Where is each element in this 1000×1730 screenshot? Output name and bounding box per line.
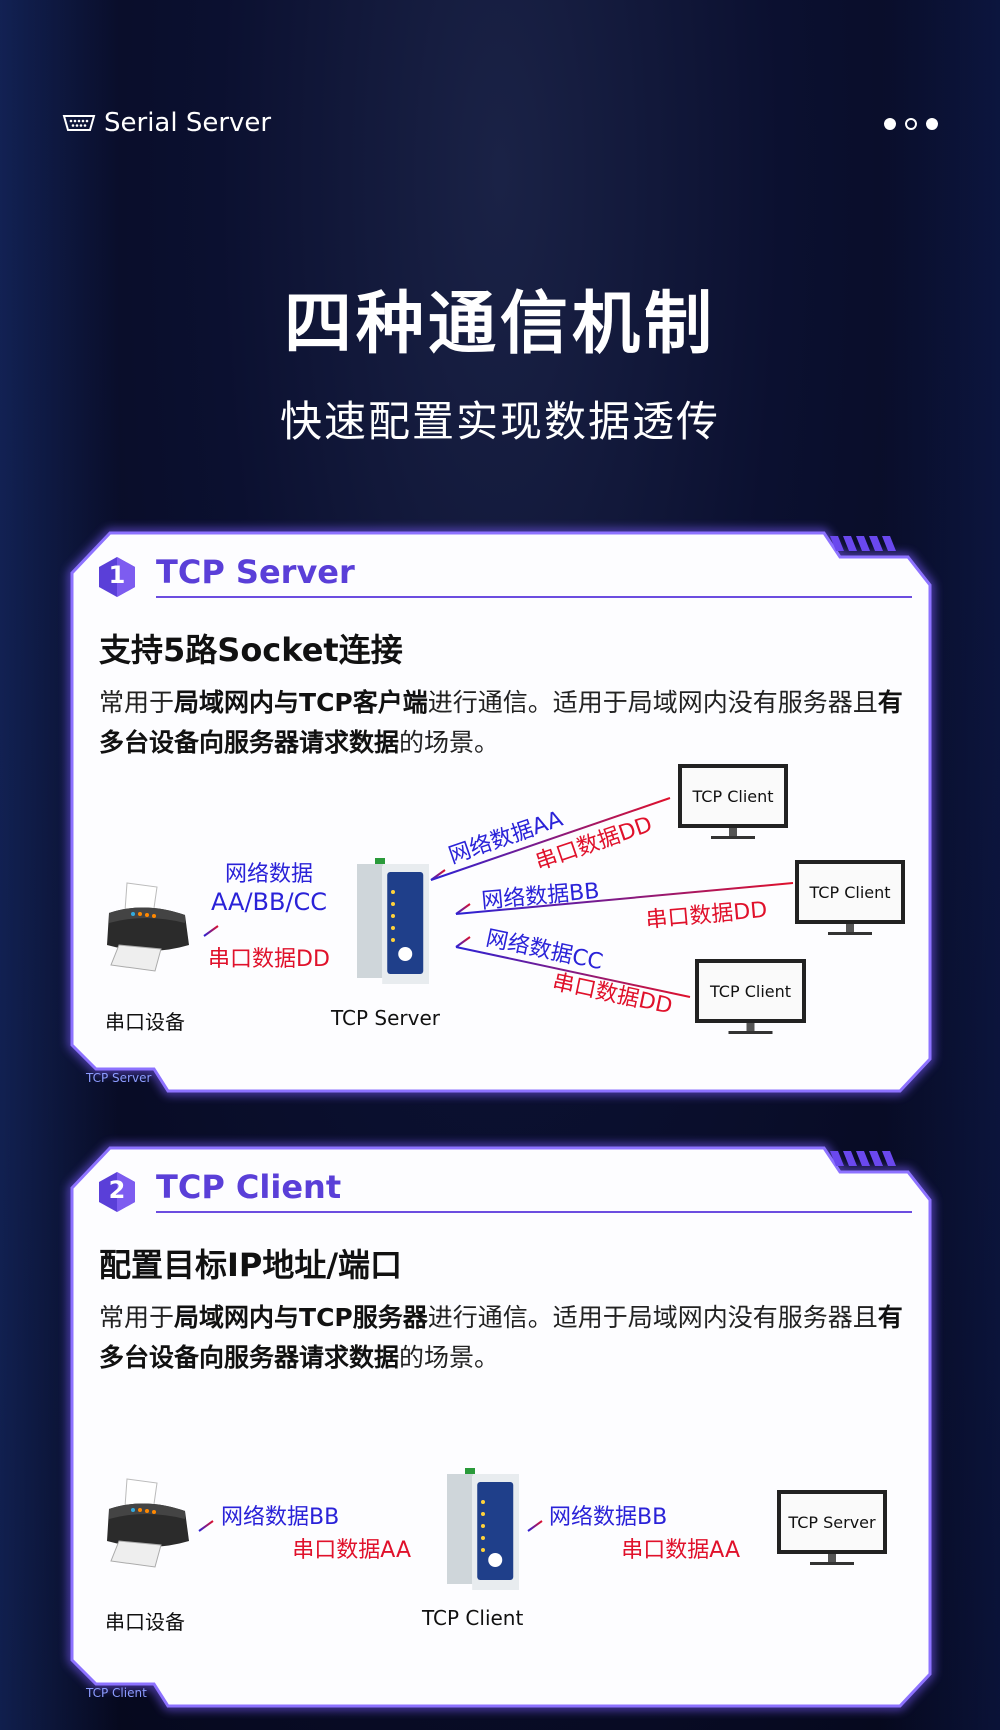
net-data-label: 网络数据BB — [480, 879, 600, 914]
monitor-label: TCP Client — [808, 883, 890, 902]
pager-dot[interactable] — [884, 118, 896, 130]
paragraph-text: 的场景。 — [399, 1343, 500, 1372]
card-heading: 支持5路Socket连接 — [99, 631, 403, 669]
stripe-decoration — [830, 536, 844, 551]
monitor-label: TCP Server — [787, 1513, 876, 1532]
number-badge: 2 — [99, 1172, 135, 1212]
paragraph-bold: 局域网内与TCP服务器 — [174, 1303, 428, 1332]
arrow-left — [203, 925, 342, 937]
card-frame — [69, 1145, 933, 1709]
monitor-icon: TCP Client — [795, 860, 905, 935]
paragraph-text: 进行通信。适用于局域网内没有服务器且 — [427, 1303, 878, 1332]
paragraph-text: 进行通信。适用于局域网内没有服务器且 — [427, 688, 878, 717]
brand-name: Serial Server — [104, 108, 272, 138]
card-title: TCP Server — [156, 553, 355, 591]
underline-dash — [876, 1211, 912, 1213]
page-title: 四种通信机制 — [283, 285, 716, 364]
arrow-client-3 — [455, 936, 691, 998]
paragraph-text: 的场景。 — [399, 728, 500, 757]
net-data-label: 网络数据BB — [549, 1505, 667, 1530]
title-underline — [156, 596, 906, 598]
paragraph-bold: 局域网内与TCP客户端 — [174, 688, 428, 717]
printer-icon — [107, 1478, 189, 1568]
stripe-decoration — [856, 1151, 870, 1166]
stripe-decoration — [830, 1151, 844, 1166]
monitor-label: TCP Client — [691, 787, 773, 806]
page-subtitle: 快速配置实现数据透传 — [279, 397, 720, 446]
serial-data-label: 串口数据AA — [292, 1538, 411, 1563]
tcp-client-diagram: TCP Server 网络数据BB 串口数据AA 网络数据BB 串口数据AA — [107, 1468, 887, 1590]
net-data-label: 网络数据CC — [484, 926, 605, 975]
card-paragraph: 常用于局域网内与TCP客户端进行通信。适用于局域网内没有服务器且有多台设备向服务… — [99, 683, 909, 763]
stripe-decoration — [869, 1151, 883, 1166]
serial-server-device — [447, 1468, 519, 1590]
stripe-decoration — [882, 536, 896, 551]
card-tcp-server: 1 TCP Server 支持5路Socket连接 常用于局域网内与TCP客户端… — [69, 530, 933, 1094]
serial-port-icon — [62, 115, 96, 131]
pager-dots — [884, 118, 938, 130]
serial-data-label: 串口数据DD — [550, 970, 674, 1020]
stripe-decoration — [869, 536, 883, 551]
printer-icon — [107, 882, 189, 972]
title-underline — [156, 1211, 906, 1213]
arrow-left — [198, 1520, 414, 1532]
tcp-server-diagram: TCP Client TCP Client TCP Client 网络数据 AA… — [107, 764, 905, 1034]
serial-data-label: 串口数据DD — [645, 898, 769, 934]
number-badge: 1 — [99, 557, 135, 597]
paragraph-bold: 有多台设备向服务器请求数据 — [99, 688, 903, 757]
pager-dot-active[interactable] — [905, 118, 917, 130]
stripe-decoration — [843, 536, 857, 551]
serial-data-label: 串口数据DD — [208, 947, 330, 972]
stripe-decoration — [843, 1151, 857, 1166]
card-frame — [69, 530, 933, 1094]
brand: Serial Server — [62, 108, 271, 138]
monitor-icon: TCP Client — [678, 764, 788, 839]
client-label: TCP Client — [422, 1606, 524, 1630]
arrow-client-2 — [455, 882, 794, 915]
underline-dash — [876, 596, 912, 598]
net-data-label: AA/BB/CC — [211, 888, 327, 916]
net-data-label: 网络数据BB — [221, 1505, 339, 1530]
arrow-client-1 — [430, 797, 671, 881]
card-title: TCP Client — [156, 1168, 342, 1206]
server-label: TCP Server — [331, 1006, 441, 1030]
monitor-icon: TCP Client — [695, 959, 806, 1034]
stripe-decoration — [882, 1151, 896, 1166]
card-tcp-client: 2 TCP Client 配置目标IP地址/端口 常用于局域网内与TCP服务器进… — [69, 1145, 933, 1709]
arrow-right — [527, 1520, 760, 1532]
serial-server-device — [357, 858, 429, 984]
stripe-decoration — [856, 536, 870, 551]
pager-dot[interactable] — [926, 118, 938, 130]
card-heading: 配置目标IP地址/端口 — [99, 1246, 403, 1284]
serial-data-label: 串口数据AA — [621, 1538, 740, 1563]
card-paragraph: 常用于局域网内与TCP服务器进行通信。适用于局域网内没有服务器且有多台设备向服务… — [99, 1298, 909, 1378]
serial-device-label: 串口设备 — [105, 1610, 185, 1634]
paragraph-text: 常用于 — [99, 1303, 175, 1332]
monitor-icon: TCP Server — [777, 1490, 887, 1565]
card-tag: TCP Client — [86, 1686, 147, 1700]
net-data-label: 网络数据 — [225, 862, 313, 887]
paragraph-bold: 有多台设备向服务器请求数据 — [99, 1303, 903, 1372]
serial-device-label: 串口设备 — [105, 1010, 185, 1034]
monitor-label: TCP Client — [709, 982, 791, 1001]
paragraph-text: 常用于 — [99, 688, 175, 717]
card-tag: TCP Server — [86, 1071, 152, 1085]
